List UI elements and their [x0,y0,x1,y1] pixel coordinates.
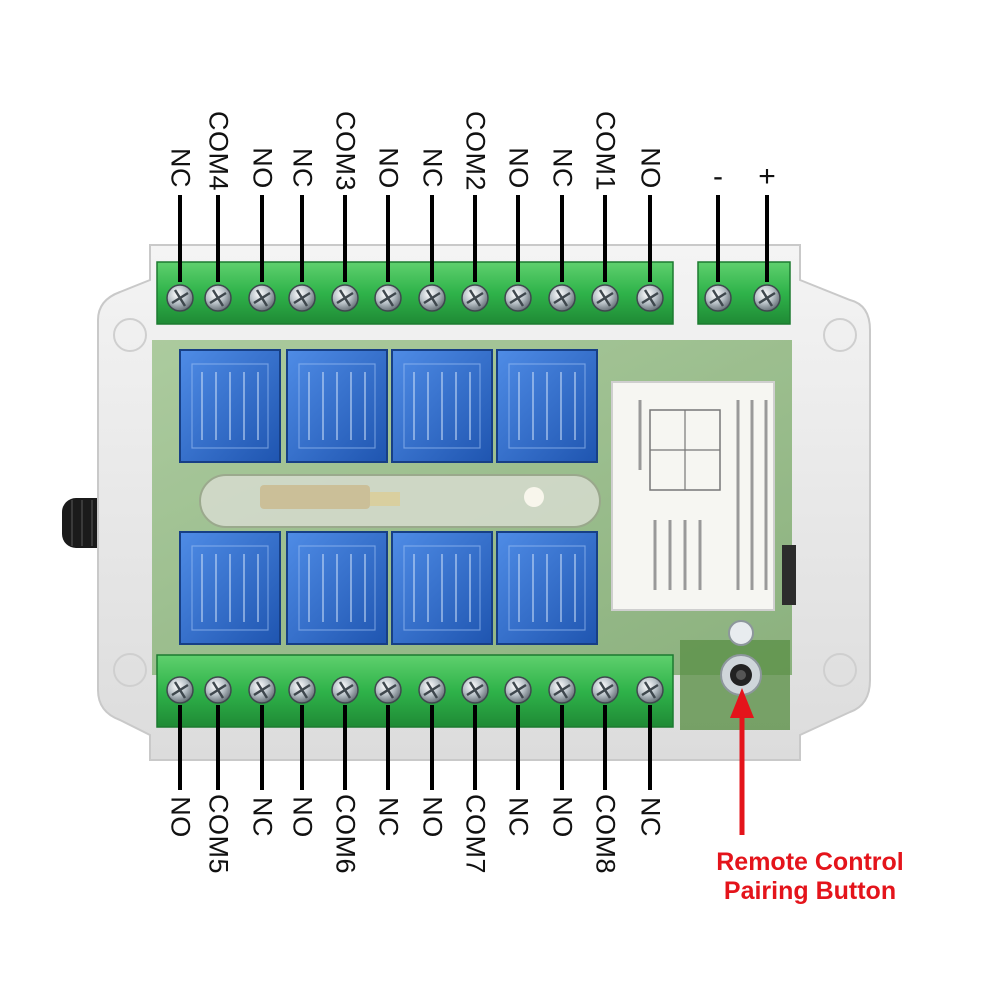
side-switch[interactable] [782,545,796,605]
bottom-terminal-screw[interactable] [636,676,664,704]
bottom-terminal-screw[interactable] [331,676,359,704]
top-terminal-label-text: NC [417,148,448,188]
power-terminal-label: + [758,160,776,193]
bottom-terminal-label-text: NC [373,797,404,837]
bottom-terminal-label-text: COM7 [460,793,491,875]
top-terminal-screw[interactable] [166,284,194,312]
power-terminal-screw[interactable] [704,284,732,312]
top-terminal-screw[interactable] [288,284,316,312]
top-terminal-screw[interactable] [636,284,664,312]
power-terminal-screw[interactable] [753,284,781,312]
top-terminal-label-text: COM4 [203,110,234,192]
bottom-terminal-screw[interactable] [288,676,316,704]
leader-lines [178,195,769,790]
bottom-terminal-screw[interactable] [591,676,619,704]
top-terminal-label-text: NO [503,147,534,189]
bottom-terminal-screw[interactable] [374,676,402,704]
relay [179,349,281,463]
bottom-terminal-screw[interactable] [461,676,489,704]
pairing-arrow [730,688,754,835]
relay [496,349,598,463]
relay [391,349,493,463]
top-terminal-screw[interactable] [418,284,446,312]
bottom-terminal-screw[interactable] [548,676,576,704]
top-terminal-label-text: NC [287,148,318,188]
bottom-terminal-label-text: COM8 [590,793,621,875]
relay [391,531,493,645]
top-terminal-label-text: NC [547,148,578,188]
top-terminal-screw[interactable] [374,284,402,312]
top-terminal-label-text: COM3 [330,110,361,192]
relay [286,349,388,463]
top-terminal-label-text: NO [373,147,404,189]
receiver-module [611,381,775,611]
bottom-terminal-screw[interactable] [204,676,232,704]
top-terminal-screw[interactable] [548,284,576,312]
annotation-line-2: Pairing Button [723,877,897,905]
bottom-terminal-screw[interactable] [248,676,276,704]
pairing-button[interactable] [720,620,762,696]
power-terminal-label: - [713,160,723,193]
annotation-line-1: Remote Control [716,848,904,876]
bottom-terminal-label-text: NC [503,797,534,837]
top-terminal-screw[interactable] [331,284,359,312]
top-terminal-screw[interactable] [504,284,532,312]
top-terminal-label-text: COM2 [460,110,491,192]
top-terminal-label-text: NO [247,147,278,189]
oscillator-component [199,474,601,528]
terminal-blocks [156,261,791,728]
top-terminal-block [156,261,674,325]
top-terminal-screw[interactable] [461,284,489,312]
relay [179,531,281,645]
top-terminal-label-text: NO [635,147,666,189]
bottom-terminal-label-text: NC [247,797,278,837]
top-terminal-screw[interactable] [248,284,276,312]
bottom-terminal-label-text: NO [547,796,578,838]
bottom-terminal-label-text: NC [635,797,666,837]
top-terminal-screw[interactable] [591,284,619,312]
bottom-terminal-label-text: NO [417,796,448,838]
bottom-terminal-label-text: COM5 [203,793,234,875]
top-terminal-label-text: COM1 [590,110,621,192]
relay [286,531,388,645]
bottom-terminal-label-text: COM6 [330,793,361,875]
bottom-terminal-screw[interactable] [166,676,194,704]
bottom-terminal-screw[interactable] [504,676,532,704]
relay-group [179,349,598,645]
bottom-terminal-label-text: NO [165,796,196,838]
bottom-terminal-label-text: NO [287,796,318,838]
top-terminal-label-text: NC [165,148,196,188]
bottom-terminal-screw[interactable] [418,676,446,704]
pairing-button-annotation: Remote Control Pairing Button [705,848,915,906]
bottom-terminal-block [156,654,674,728]
relay [496,531,598,645]
top-terminal-screw[interactable] [204,284,232,312]
